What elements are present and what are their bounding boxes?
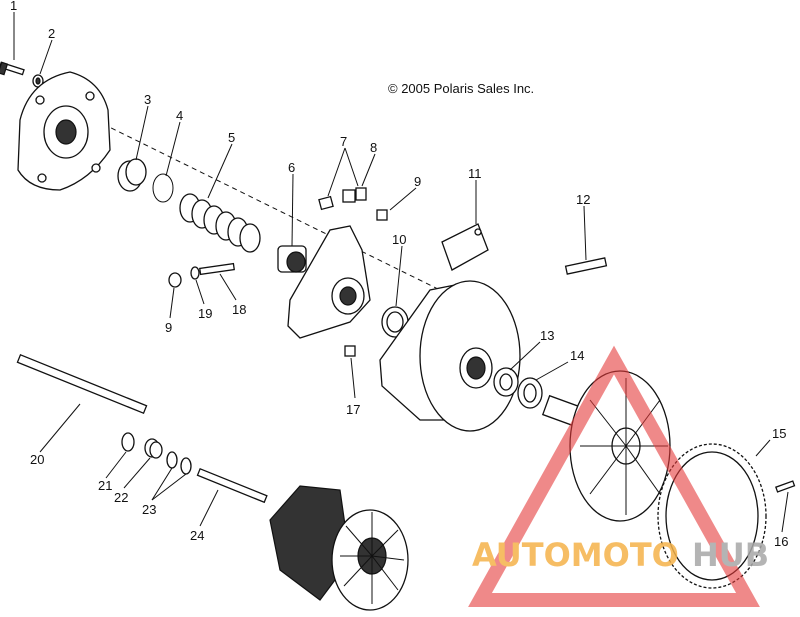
label-14: 14 — [570, 348, 584, 363]
label-1: 1 — [10, 0, 17, 13]
label-21: 21 — [98, 478, 112, 493]
moveable-sheave — [379, 280, 521, 432]
nut-part-7 — [318, 195, 334, 211]
washer-part-19 — [190, 266, 200, 280]
pin-part-24 — [196, 467, 268, 504]
label-15: 15 — [772, 426, 786, 441]
center-axis — [94, 119, 441, 291]
label-7: 7 — [340, 134, 347, 149]
pin-part-18 — [199, 262, 235, 276]
rod-part-20 — [16, 353, 148, 415]
watermark-logo: AUTOMOTO HUB — [468, 345, 769, 607]
roller-part-6 — [277, 245, 307, 273]
label-20: 20 — [30, 452, 44, 467]
plug-part-17 — [344, 345, 356, 357]
bolt-part-1 — [0, 61, 25, 76]
label-19: 19 — [198, 306, 212, 321]
label-22: 22 — [114, 490, 128, 505]
watermark-text-orange: AUTOMOTO — [472, 536, 679, 574]
label-10: 10 — [392, 232, 406, 247]
cap-part-9-upper — [376, 209, 388, 221]
bushing-part-3 — [117, 158, 147, 192]
cap-part-9-lower — [168, 272, 182, 288]
cover-plate — [17, 71, 111, 191]
watermark-triangle — [468, 345, 760, 607]
spider-arm — [287, 225, 371, 339]
label-2: 2 — [48, 26, 55, 41]
label-3: 3 — [144, 92, 151, 107]
label-18: 18 — [232, 302, 246, 317]
label-9-upper: 9 — [414, 174, 421, 189]
leader-lines — [13, 12, 789, 533]
label-12: 12 — [576, 192, 590, 207]
label-8: 8 — [370, 140, 377, 155]
label-23: 23 — [142, 502, 156, 517]
plate-part-11 — [441, 223, 489, 271]
label-9-lower: 9 — [165, 320, 172, 335]
bushing-part-8 — [342, 187, 367, 203]
label-16: 16 — [774, 534, 788, 549]
copyright-text: © 2005 Polaris Sales Inc. — [388, 81, 534, 96]
pin-part-12 — [564, 257, 608, 275]
snap-ring-part-4 — [152, 173, 174, 203]
label-5: 5 — [228, 130, 235, 145]
washer-part-21 — [121, 432, 135, 452]
bushing-part-13 — [493, 367, 519, 397]
label-13: 13 — [540, 328, 554, 343]
screw-part-16 — [775, 480, 796, 493]
watermark-text-gray: HUB — [692, 536, 769, 574]
label-24: 24 — [190, 528, 204, 543]
washer-part-14 — [517, 377, 543, 409]
assembled-clutch — [269, 485, 409, 611]
label-11: 11 — [468, 166, 482, 181]
label-6: 6 — [288, 160, 295, 175]
spring-part-5 — [179, 193, 261, 253]
bushing-part-22 — [144, 438, 163, 459]
label-4: 4 — [176, 108, 183, 123]
label-17: 17 — [346, 402, 360, 417]
